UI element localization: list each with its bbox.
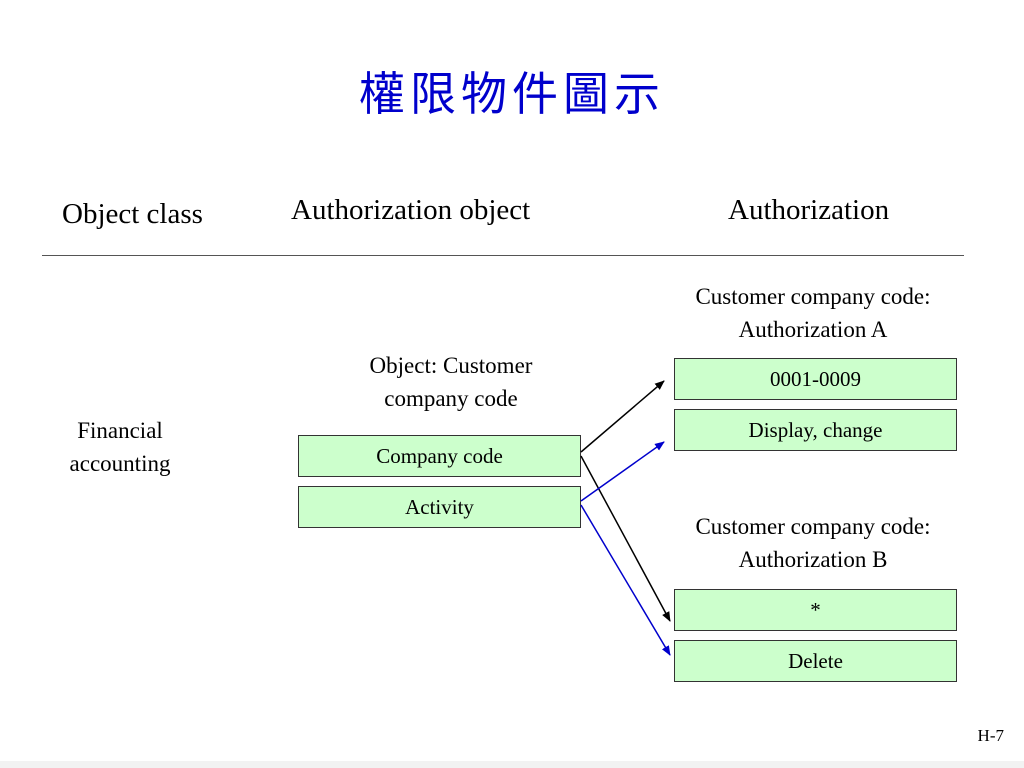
- auth-b-activity-value: Delete: [674, 640, 957, 682]
- auth-a-company-code-value: 0001-0009: [674, 358, 957, 400]
- bottom-bar: [0, 761, 1024, 768]
- arrow-company-code-to-b: [580, 455, 671, 622]
- header-authorization-object: Authorization object: [291, 194, 531, 226]
- page-number: H-7: [977, 726, 1004, 745]
- arrow-activity-to-b: [580, 504, 671, 656]
- authorization-b-caption: Customer company code: Authorization B: [695, 514, 931, 572]
- authorization-a-caption: Customer company code: Authorization A: [695, 284, 931, 342]
- auth-a-activity-value: Display, change: [674, 409, 957, 451]
- auth-b-company-code-value: *: [674, 589, 957, 631]
- field-activity: Activity: [298, 486, 581, 528]
- header-authorization: Authorization: [728, 194, 890, 226]
- page-title: 權限物件圖示: [359, 67, 665, 121]
- arrow-activity-to-a: [580, 441, 665, 502]
- header-object-class: Object class: [62, 198, 203, 230]
- arrow-company-code-to-a: [580, 380, 665, 453]
- field-company-code: Company code: [298, 435, 581, 477]
- auth-object-caption: Object: Customer company code: [369, 353, 533, 411]
- object-class-financial-accounting: Financial accounting: [69, 418, 171, 476]
- header-divider: [42, 255, 964, 256]
